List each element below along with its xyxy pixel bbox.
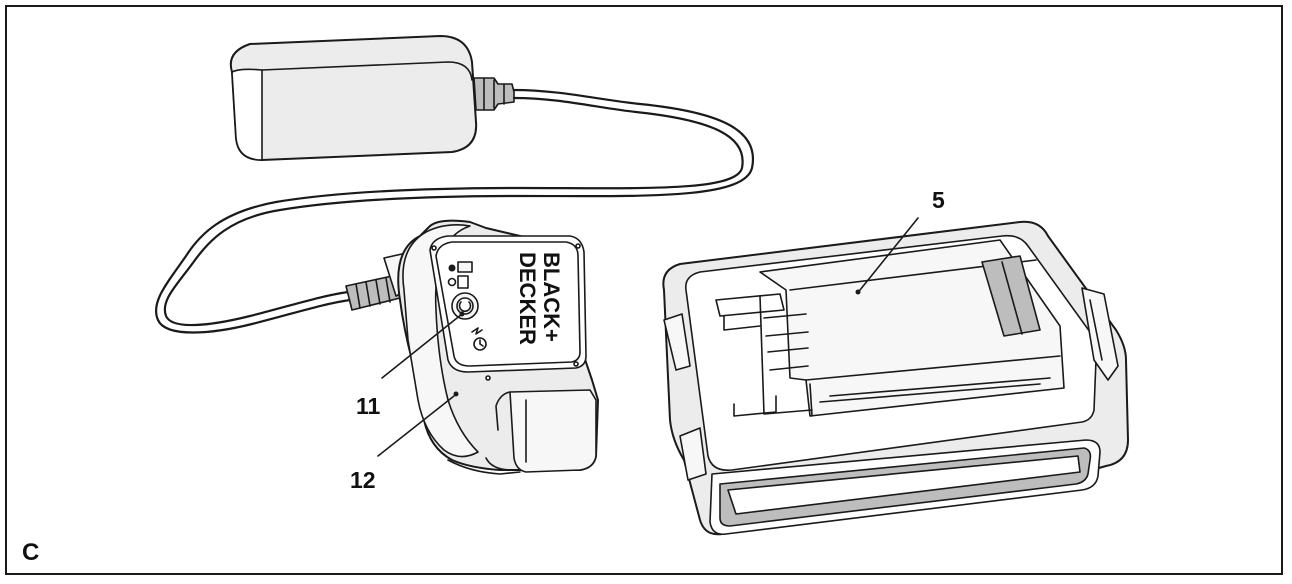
battery-terminals bbox=[715, 293, 813, 417]
leader-lines bbox=[377, 217, 919, 457]
power-cable bbox=[155, 88, 755, 334]
svg-text:DECKER: DECKER bbox=[515, 252, 540, 345]
brand-logo: BLACK+ DECKER bbox=[515, 252, 564, 345]
charge-button[interactable] bbox=[451, 292, 479, 320]
led-indicators bbox=[447, 261, 473, 289]
svg-text:BLACK+: BLACK+ bbox=[539, 252, 564, 342]
charger-unit: BLACK+ DECKER bbox=[345, 219, 599, 475]
callout-12: 12 bbox=[350, 467, 376, 493]
figure-frame bbox=[5, 5, 1283, 575]
callout-5: 5 bbox=[932, 187, 945, 213]
callout-11: 11 bbox=[356, 393, 381, 419]
power-adapter bbox=[229, 35, 515, 161]
figure-letter: C bbox=[22, 539, 39, 566]
battery-pack bbox=[662, 220, 1129, 536]
timer-icon bbox=[471, 327, 487, 351]
